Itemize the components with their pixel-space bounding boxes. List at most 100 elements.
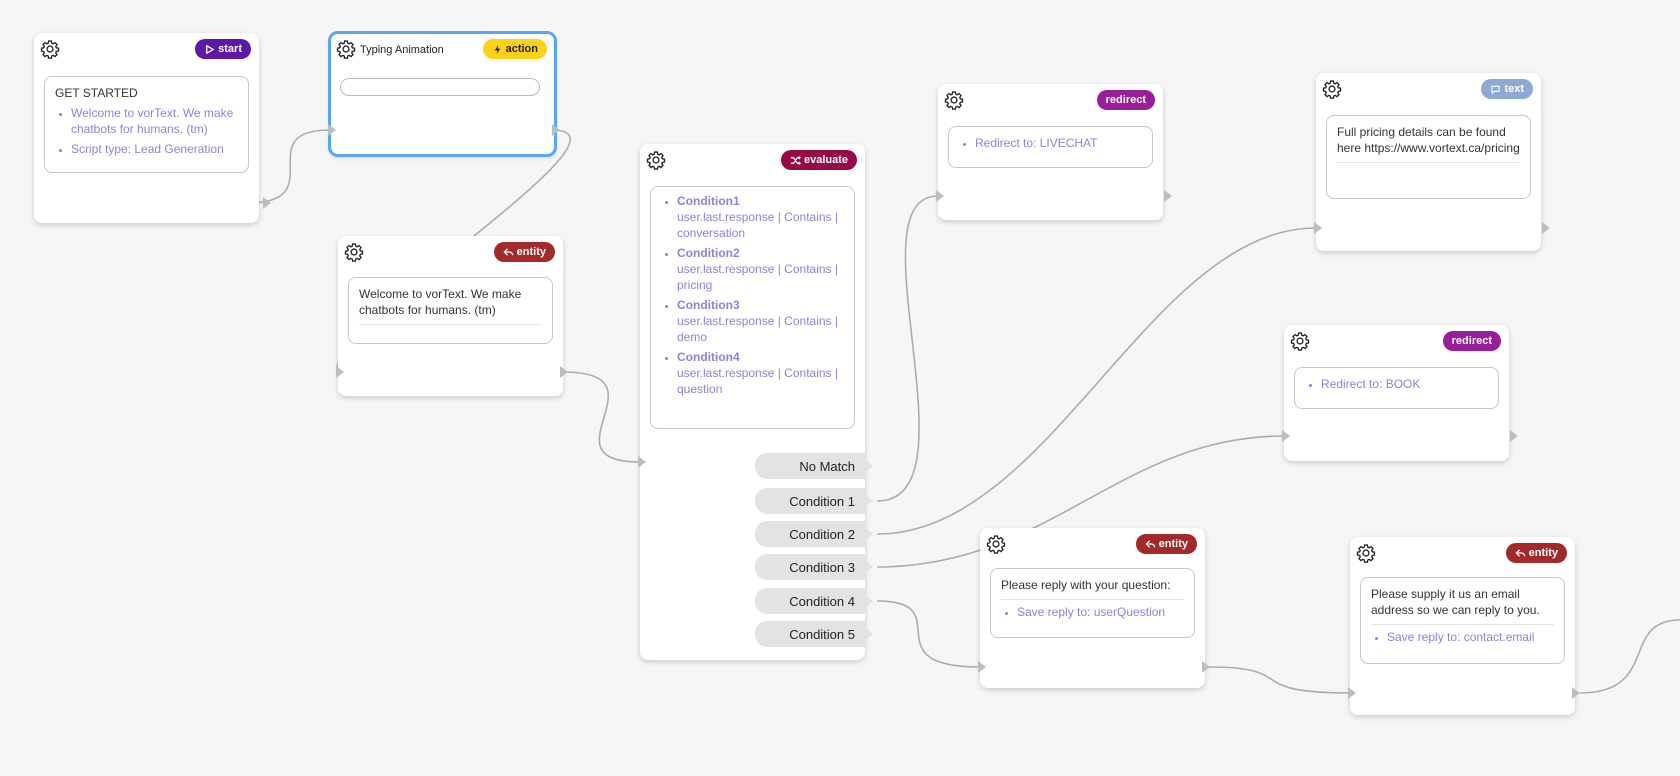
book-input-port[interactable] [1282, 430, 1290, 442]
outlet-no-match[interactable]: No Match [755, 453, 873, 479]
gear-icon[interactable] [336, 39, 356, 59]
wire-cond1-to-livechat [876, 195, 939, 502]
typing-output-port[interactable] [552, 124, 560, 136]
outlet-condition-1[interactable]: Condition 1 [755, 488, 873, 514]
entity-badge[interactable]: entity [1135, 534, 1197, 554]
list-item: Redirect to: LIVECHAT [975, 135, 1142, 151]
welcome-entity-node[interactable]: entity Welcome to vorText. We make chatb… [336, 236, 568, 396]
entity-badge-label: entity [1158, 538, 1188, 550]
entity-question-node[interactable]: entity Please reply with your question: … [978, 528, 1210, 688]
condition-name: Condition3 [677, 298, 740, 312]
gear-icon[interactable] [944, 90, 964, 110]
gear-icon[interactable] [40, 39, 60, 59]
welcome-text: Welcome to vorText. We make chatbots for… [359, 287, 522, 317]
book-output-port[interactable] [1510, 430, 1518, 442]
redirect-livechat-content: Redirect to: LIVECHAT [948, 126, 1153, 168]
text-pricing-node[interactable]: text Full pricing details can be found h… [1314, 73, 1550, 251]
gear-icon[interactable] [1356, 543, 1376, 563]
list-item: Redirect to: BOOK [1321, 376, 1488, 392]
entity-badge[interactable]: entity [493, 242, 555, 262]
text-pricing-content: Full pricing details can be found here h… [1326, 115, 1531, 199]
entity-email-node[interactable]: entity Please supply it us an email addr… [1348, 537, 1580, 715]
condition-item: Condition3 user.last.response | Contains … [677, 297, 844, 345]
typing-input[interactable] [340, 78, 540, 96]
condition-rule: user.last.response | Contains | conversa… [677, 210, 838, 240]
email-content: Please supply it us an email address so … [1360, 577, 1565, 664]
list-item: Welcome to vorText. We make chatbots for… [71, 105, 238, 137]
start-node[interactable]: start GET STARTED Welcome to vorText. We… [34, 33, 271, 223]
lightning-icon [494, 44, 500, 54]
play-icon [206, 44, 215, 54]
chat-bubble-icon [1491, 85, 1501, 94]
question-output-port[interactable] [1202, 661, 1210, 673]
typing-node-title: Typing Animation [360, 44, 444, 56]
condition-rule: user.last.response | Contains | demo [677, 314, 838, 344]
email-output-port[interactable] [1572, 687, 1580, 699]
condition-item: Condition1 user.last.response | Contains … [677, 193, 844, 241]
wire-cond4-to-question [876, 600, 981, 668]
entity-badge-label: entity [516, 246, 546, 258]
text-badge-label: text [1504, 83, 1524, 95]
gear-icon[interactable] [986, 534, 1006, 554]
redirect-badge[interactable]: redirect [1442, 331, 1501, 351]
wire-question-to-email [1208, 666, 1351, 694]
condition-name: Condition4 [677, 350, 740, 364]
condition-item: Condition2 user.last.response | Contains … [677, 245, 844, 293]
typing-input-port[interactable] [328, 124, 336, 136]
gear-icon[interactable] [646, 150, 666, 170]
entity-badge[interactable]: entity [1505, 543, 1567, 563]
pricing-output-port[interactable] [1542, 222, 1550, 234]
wire-email-onward [1579, 619, 1680, 694]
wire-cond2-to-pricing [876, 227, 1317, 535]
shuffle-icon [790, 155, 801, 165]
redirect-badge[interactable]: redirect [1096, 90, 1155, 110]
evaluate-badge-label: evaluate [803, 154, 848, 166]
condition-rule: user.last.response | Contains | pricing [677, 262, 838, 292]
list-item: Save reply to: contact.email [1387, 629, 1554, 645]
text-badge[interactable]: text [1481, 79, 1533, 99]
start-badge[interactable]: start [195, 39, 251, 59]
start-content: GET STARTED Welcome to vorText. We make … [44, 76, 249, 173]
start-title: GET STARTED [55, 86, 138, 100]
entity-badge-label: entity [1528, 547, 1558, 559]
evaluate-node[interactable]: evaluate Condition1 user.last.response | … [638, 144, 873, 660]
welcome-input-port[interactable] [336, 366, 344, 378]
reply-icon [1515, 548, 1525, 557]
redirect-book-content: Redirect to: BOOK [1294, 367, 1499, 409]
outlet-condition-2[interactable]: Condition 2 [755, 521, 873, 547]
redirect-book-node[interactable]: redirect Redirect to: BOOK [1282, 325, 1518, 461]
gear-icon[interactable] [344, 242, 364, 262]
condition-name: Condition1 [677, 194, 740, 208]
redirect-livechat-node[interactable]: redirect Redirect to: LIVECHAT [936, 84, 1172, 220]
start-output-port[interactable] [263, 197, 271, 209]
pricing-input-port[interactable] [1314, 222, 1322, 234]
condition-name: Condition2 [677, 246, 740, 260]
list-item: Save reply to: userQuestion [1017, 604, 1184, 620]
gear-icon[interactable] [1290, 331, 1310, 351]
evaluate-conditions: Condition1 user.last.response | Contains … [650, 186, 855, 429]
condition-item: Condition4 user.last.response | Contains … [677, 349, 844, 397]
livechat-input-port[interactable] [936, 190, 944, 202]
reply-icon [1145, 539, 1155, 548]
action-badge-label: action [505, 43, 538, 55]
welcome-output-port[interactable] [560, 366, 568, 378]
outlet-condition-3[interactable]: Condition 3 [755, 554, 873, 580]
gear-icon[interactable] [1322, 79, 1342, 99]
welcome-content: Welcome to vorText. We make chatbots for… [348, 277, 553, 344]
outlet-condition-4[interactable]: Condition 4 [755, 588, 873, 614]
condition-rule: user.last.response | Contains | question [677, 366, 838, 396]
pricing-text: Full pricing details can be found here h… [1337, 125, 1520, 155]
start-badge-label: start [218, 43, 242, 55]
outlet-condition-5[interactable]: Condition 5 [755, 621, 873, 647]
evaluate-input-port[interactable] [638, 456, 646, 468]
question-input-port[interactable] [978, 661, 986, 673]
wire-start-to-typing [251, 129, 331, 204]
evaluate-badge[interactable]: evaluate [780, 150, 857, 170]
email-text: Please supply it us an email address so … [1371, 587, 1540, 617]
livechat-output-port[interactable] [1164, 190, 1172, 202]
email-input-port[interactable] [1348, 687, 1356, 699]
list-item: Script type: Lead Generation [71, 141, 238, 157]
action-badge[interactable]: action [482, 39, 547, 59]
typing-animation-node[interactable]: Typing Animation action [328, 31, 560, 157]
question-content: Please reply with your question: Save re… [990, 568, 1195, 638]
